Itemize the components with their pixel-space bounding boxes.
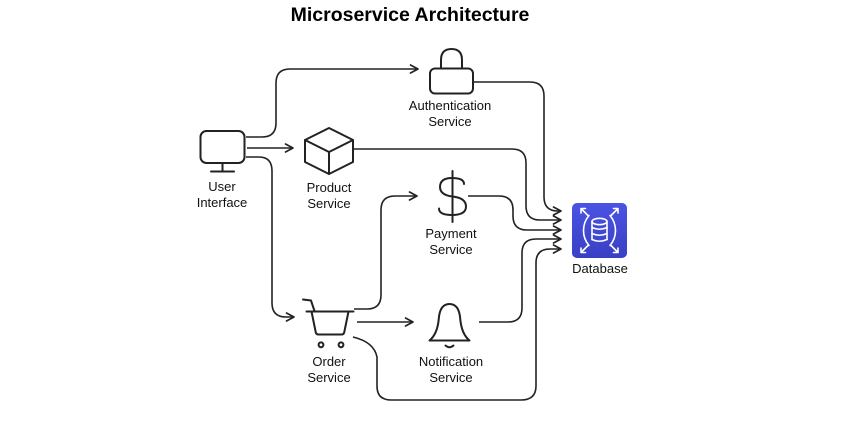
edge-notification-to-database: [479, 234, 562, 323]
edge-ui-to-order: [246, 156, 295, 322]
database-scaling-icon: [572, 203, 627, 258]
node-label-payment-service: Payment Service: [425, 226, 477, 257]
node-label-user-interface: User Interface: [196, 179, 248, 210]
edge-ui-to-auth: [246, 64, 419, 138]
node-label-database: Database: [572, 261, 628, 276]
node-label-notification-service: Notification Service: [418, 354, 484, 385]
lock-icon: [429, 48, 474, 95]
database-box: [572, 203, 627, 258]
monitor-icon: [199, 130, 246, 173]
edge-order-to-payment: [354, 191, 418, 310]
dollar-icon: [438, 170, 467, 223]
cube-icon: [304, 127, 354, 175]
node-label-product-service: Product Service: [306, 180, 352, 211]
bell-icon: [428, 303, 471, 349]
node-label-order-service: Order Service: [307, 354, 351, 385]
diagram-title: Microservice Architecture: [290, 4, 530, 26]
edge-order-to-database: [352, 244, 562, 401]
edge-product-to-database: [354, 148, 562, 225]
shopping-cart-icon: [302, 298, 355, 349]
edge-payment-to-database: [468, 195, 562, 235]
connectors: [246, 64, 562, 401]
edge-auth-to-database: [474, 81, 562, 216]
node-label-authentication-service: Authentication Service: [408, 98, 492, 129]
